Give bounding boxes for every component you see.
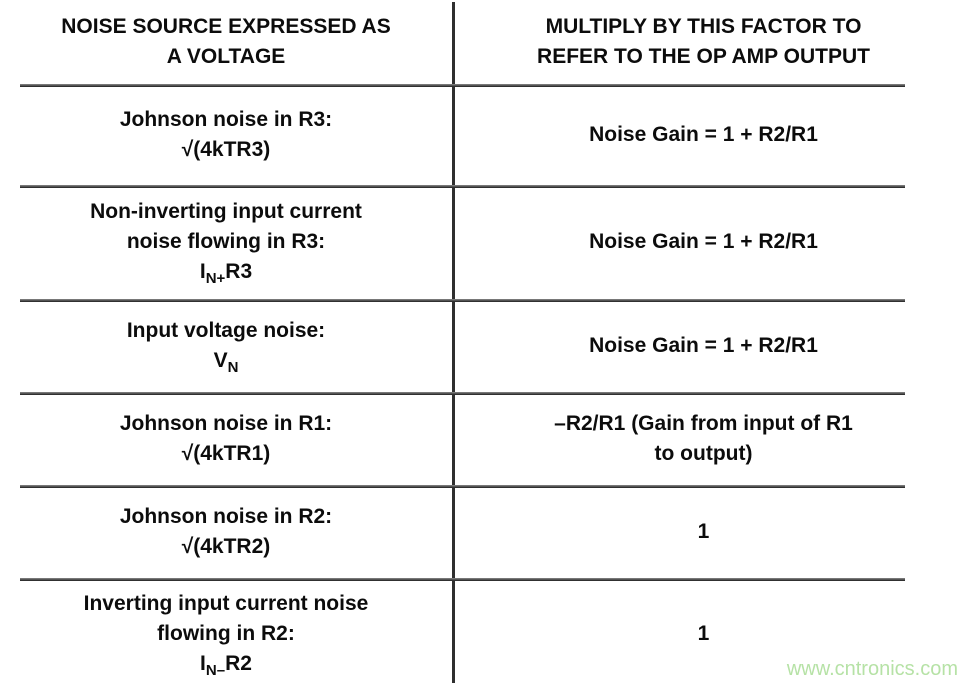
column-divider-line <box>452 2 455 683</box>
row-divider-line <box>20 485 905 488</box>
cell-factor-one-1: 1 <box>455 485 952 578</box>
formula-subscript: N+ <box>205 270 226 287</box>
text-line: 1 <box>697 519 710 543</box>
text-line: Johnson noise in R1: <box>119 411 333 435</box>
formula-rest: R2 <box>225 651 252 675</box>
text-line: Inverting input current noise <box>83 591 369 615</box>
header-text-line: NOISE SOURCE EXPRESSED AS <box>61 15 391 38</box>
formula-vn: VN <box>214 346 239 376</box>
formula-base: V <box>213 348 228 372</box>
header-text-line: MULTIPLY BY THIS FACTOR TO <box>545 15 862 38</box>
formula-subscript: N <box>227 358 239 376</box>
header-divider-line <box>20 84 905 87</box>
cell-factor-noise-gain-3: Noise Gain = 1 + R2/R1 <box>455 299 952 392</box>
text-line: √(4kTR1) <box>181 441 271 465</box>
text-line: √(4kTR3) <box>181 137 271 161</box>
text-line: Johnson noise in R3: <box>119 107 333 131</box>
watermark-url: www.cntronics.com <box>786 658 958 680</box>
cell-source-johnson-r1: Johnson noise in R1: √(4kTR1) <box>0 392 452 485</box>
text-line: Noise Gain = 1 + R2/R1 <box>589 333 818 357</box>
header-noise-source: NOISE SOURCE EXPRESSED AS A VOLTAGE <box>0 0 452 84</box>
row-divider-line <box>20 392 905 395</box>
cell-factor-noise-gain-2: Noise Gain = 1 + R2/R1 <box>455 185 952 299</box>
text-line: Noise Gain = 1 + R2/R1 <box>589 122 818 146</box>
header-text-line: A VOLTAGE <box>166 45 286 68</box>
formula-base: I <box>200 651 206 675</box>
header-text-line: REFER TO THE OP AMP OUTPUT <box>537 45 870 68</box>
cell-factor-minus-r2r1: –R2/R1 (Gain from input of R1 to output) <box>455 392 952 485</box>
text-line: –R2/R1 (Gain from input of R1 <box>554 411 853 435</box>
text-line: noise flowing in R3: <box>126 230 326 253</box>
header-multiply-factor: MULTIPLY BY THIS FACTOR TO REFER TO THE … <box>455 0 952 84</box>
text-line: Input voltage noise: <box>126 318 326 342</box>
row-divider-line <box>20 578 905 581</box>
text-line: √(4kTR2) <box>181 534 271 558</box>
cell-source-johnson-r2: Johnson noise in R2: √(4kTR2) <box>0 485 452 578</box>
cell-factor-one-2: 1 <box>455 578 952 689</box>
formula-in-minus-r2: IN–R2 <box>200 649 252 679</box>
text-line: Noise Gain = 1 + R2/R1 <box>589 230 818 253</box>
formula-rest: R3 <box>225 260 253 283</box>
cell-source-inv-current: Inverting input current noise flowing in… <box>0 578 452 689</box>
text-line: 1 <box>697 621 710 645</box>
cell-source-noninv-current: Non-inverting input current noise flowin… <box>0 185 452 299</box>
formula-base: I <box>199 260 206 283</box>
text-line: Johnson noise in R2: <box>119 504 333 528</box>
formula-subscript: N– <box>205 661 226 679</box>
cell-source-johnson-r3: Johnson noise in R3: √(4kTR3) <box>0 84 452 185</box>
text-line: Non-inverting input current <box>90 200 362 223</box>
row-divider-line <box>20 185 905 188</box>
formula-in-plus-r3: IN+R3 <box>200 257 252 287</box>
cell-factor-noise-gain-1: Noise Gain = 1 + R2/R1 <box>455 84 952 185</box>
row-divider-line <box>20 299 905 302</box>
text-line: to output) <box>654 441 753 465</box>
cell-source-input-voltage-noise: Input voltage noise: VN <box>0 299 452 392</box>
text-line: flowing in R2: <box>157 621 295 645</box>
